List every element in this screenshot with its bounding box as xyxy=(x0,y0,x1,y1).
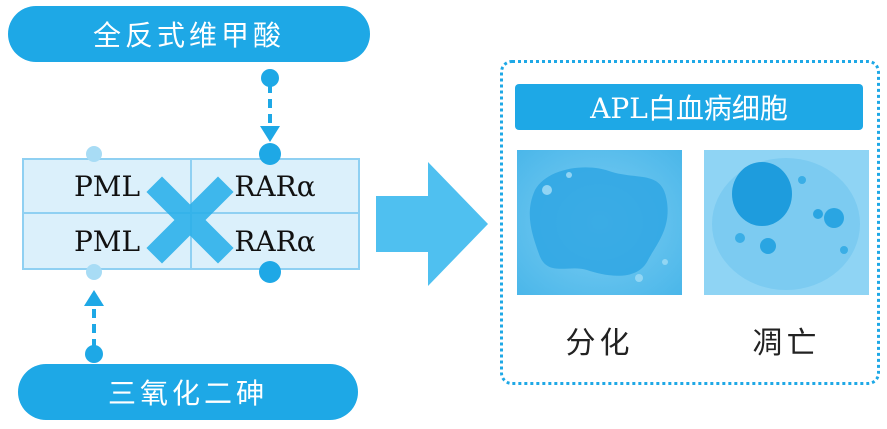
result-panel xyxy=(500,60,880,385)
pml-label-bottom: PML xyxy=(73,224,141,258)
rara-binding-dot xyxy=(259,261,281,283)
panel-title-text: APL白血病细胞 xyxy=(590,92,788,125)
apoptotic-cell-image xyxy=(704,150,869,295)
drug-label-arsenic-text: 三氧化二砷 xyxy=(107,377,268,410)
drug-label-atra-text: 全反式维甲酸 xyxy=(92,19,285,52)
drug-label-atra: 全反式维甲酸 xyxy=(8,6,370,62)
apoptosis-caption: 凋亡 xyxy=(752,326,821,361)
drug-label-arsenic: 三氧化二砷 xyxy=(18,364,358,420)
cross-icon xyxy=(146,176,234,264)
pml-label-top: PML xyxy=(73,169,141,203)
right-arrow-icon xyxy=(376,162,488,286)
differentiated-cell-image xyxy=(517,150,682,295)
rara-label-top: RARα xyxy=(234,169,316,203)
pml-binding-dot xyxy=(86,146,102,162)
panel-title: APL白血病细胞 xyxy=(515,84,863,130)
dashed-arrow-up-icon xyxy=(84,264,104,363)
rara-label-bottom: RARα xyxy=(234,224,316,258)
dashed-arrow-down-icon xyxy=(259,69,281,165)
differentiation-caption: 分化 xyxy=(565,326,634,361)
